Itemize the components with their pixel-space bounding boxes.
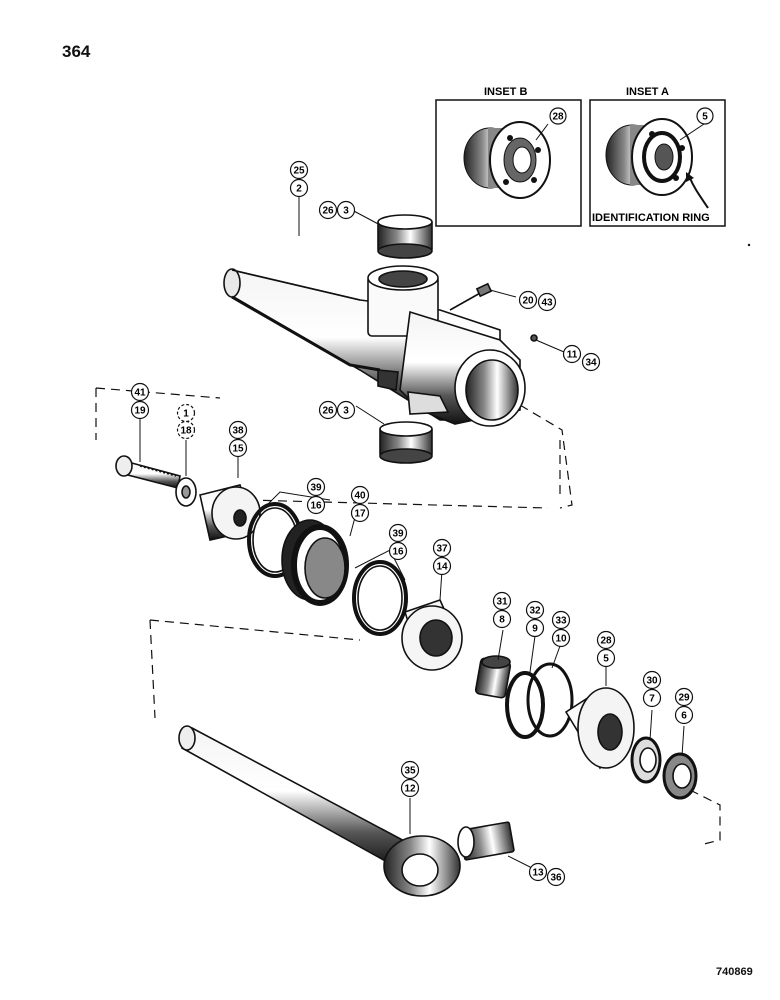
stray-mark — [747, 243, 751, 247]
callout-head-wiper: 29 6 — [674, 687, 694, 725]
svg-text:26: 26 — [322, 206, 334, 217]
identification-ring-label: IDENTIFICATION RING — [592, 212, 710, 224]
svg-text:38: 38 — [232, 426, 244, 437]
svg-text:15: 15 — [232, 444, 244, 455]
backup-ring — [505, 671, 545, 739]
grease-fitting — [449, 282, 493, 311]
head-seal — [630, 736, 662, 784]
svg-text:39: 39 — [392, 529, 404, 540]
svg-text:28: 28 — [600, 636, 612, 647]
inset-a: INSET A 5 IDENTIFICATION RING — [589, 86, 726, 227]
svg-text:35: 35 — [404, 766, 416, 777]
page-number: 364 — [62, 42, 91, 61]
svg-text:3: 3 — [343, 406, 349, 417]
pipe-plug — [530, 334, 538, 342]
rod-eye-bushing — [457, 821, 515, 861]
svg-text:41: 41 — [134, 388, 146, 399]
svg-text:39: 39 — [310, 483, 322, 494]
svg-text:16: 16 — [310, 501, 322, 512]
svg-text:17: 17 — [354, 509, 366, 520]
callout-pipe-plug: 11 34 — [562, 344, 601, 372]
callout-piston-seal: 40 17 — [350, 485, 370, 523]
piston-bolt — [115, 455, 181, 489]
callout-piston-washer: 1 18 — [176, 403, 196, 440]
svg-text:8: 8 — [499, 615, 505, 626]
group-boundary-lower — [149, 440, 721, 846]
svg-text:29: 29 — [678, 693, 690, 704]
svg-text:3: 3 — [343, 206, 349, 217]
svg-text:5: 5 — [603, 654, 609, 665]
callout-inset-a-number: 5 — [702, 112, 708, 123]
callout-wear-ring-right: 39 16 — [388, 523, 408, 561]
piston-seal — [281, 519, 349, 606]
svg-text:16: 16 — [392, 547, 404, 558]
callout-wear-ring-left: 39 16 — [306, 477, 326, 515]
inset-a-title: INSET A — [626, 86, 669, 98]
svg-text:31: 31 — [496, 597, 508, 608]
callout-piston: 37 14 — [432, 538, 452, 576]
inset-b: INSET B 28 — [435, 86, 582, 227]
leader-lines — [139, 197, 685, 869]
svg-text:18: 18 — [180, 426, 192, 437]
svg-text:11: 11 — [567, 350, 578, 361]
svg-text:30: 30 — [646, 676, 658, 687]
svg-text:37: 37 — [436, 544, 448, 555]
cylinder-head — [564, 687, 635, 770]
callout-inset-a: 5 — [696, 107, 714, 125]
callout-rod-wiper: 31 8 — [492, 591, 512, 629]
svg-text:20: 20 — [522, 296, 534, 307]
drawing-number: 740869 — [716, 966, 753, 978]
rod-wiper — [474, 655, 512, 699]
svg-text:33: 33 — [555, 616, 567, 627]
callout-cylinder-head: 28 5 — [596, 630, 616, 668]
svg-text:2: 2 — [296, 184, 302, 195]
svg-text:6: 6 — [681, 711, 687, 722]
callout-inset-b: 28 — [549, 107, 567, 125]
svg-text:10: 10 — [555, 634, 567, 645]
callout-inset-b-number: 28 — [552, 112, 564, 123]
head-wiper — [662, 752, 698, 800]
svg-text:9: 9 — [532, 624, 538, 635]
inset-a-nut-drawing — [605, 118, 693, 196]
o-ring — [526, 662, 574, 738]
svg-text:7: 7 — [649, 694, 655, 705]
callout-piston-bolt: 41 19 — [130, 382, 150, 420]
svg-text:1: 1 — [183, 409, 189, 420]
svg-text:34: 34 — [585, 358, 597, 369]
callout-piston-nut: 38 15 — [228, 420, 248, 458]
svg-text:36: 36 — [550, 873, 562, 884]
inset-b-nut-drawing — [463, 121, 551, 199]
svg-text:19: 19 — [134, 406, 146, 417]
inset-b-title: INSET B — [484, 86, 527, 98]
group-boundary-upper — [95, 387, 573, 509]
svg-text:32: 32 — [529, 606, 541, 617]
svg-text:43: 43 — [541, 298, 553, 309]
callout-bushing-upper: 26 3 — [318, 200, 356, 220]
callout-head-seal: 30 7 — [642, 670, 662, 708]
callout-o-ring: 33 10 — [551, 610, 571, 648]
piston — [401, 599, 463, 671]
callout-grease-fitting: 20 43 — [518, 290, 557, 312]
cylinder-barrel — [223, 265, 526, 427]
callout-bushing-lower: 26 3 — [318, 400, 356, 420]
svg-text:13: 13 — [532, 868, 544, 879]
barrel-bushing-lower — [379, 421, 433, 464]
svg-text:14: 14 — [436, 562, 448, 573]
callout-rod-eye-bushing: 13 36 — [528, 862, 566, 887]
svg-text:26: 26 — [322, 406, 334, 417]
callout-barrel: 25 2 — [289, 160, 309, 198]
callout-piston-rod: 35 12 — [400, 760, 420, 798]
barrel-bushing-upper — [377, 214, 433, 259]
piston-rod — [178, 725, 461, 897]
piston-washer — [175, 477, 197, 507]
piston-nut — [199, 484, 261, 541]
wear-ring-right — [352, 560, 408, 636]
svg-text:12: 12 — [404, 784, 416, 795]
callout-backup-ring: 32 9 — [525, 600, 545, 638]
svg-text:40: 40 — [354, 491, 366, 502]
svg-text:25: 25 — [293, 166, 305, 177]
